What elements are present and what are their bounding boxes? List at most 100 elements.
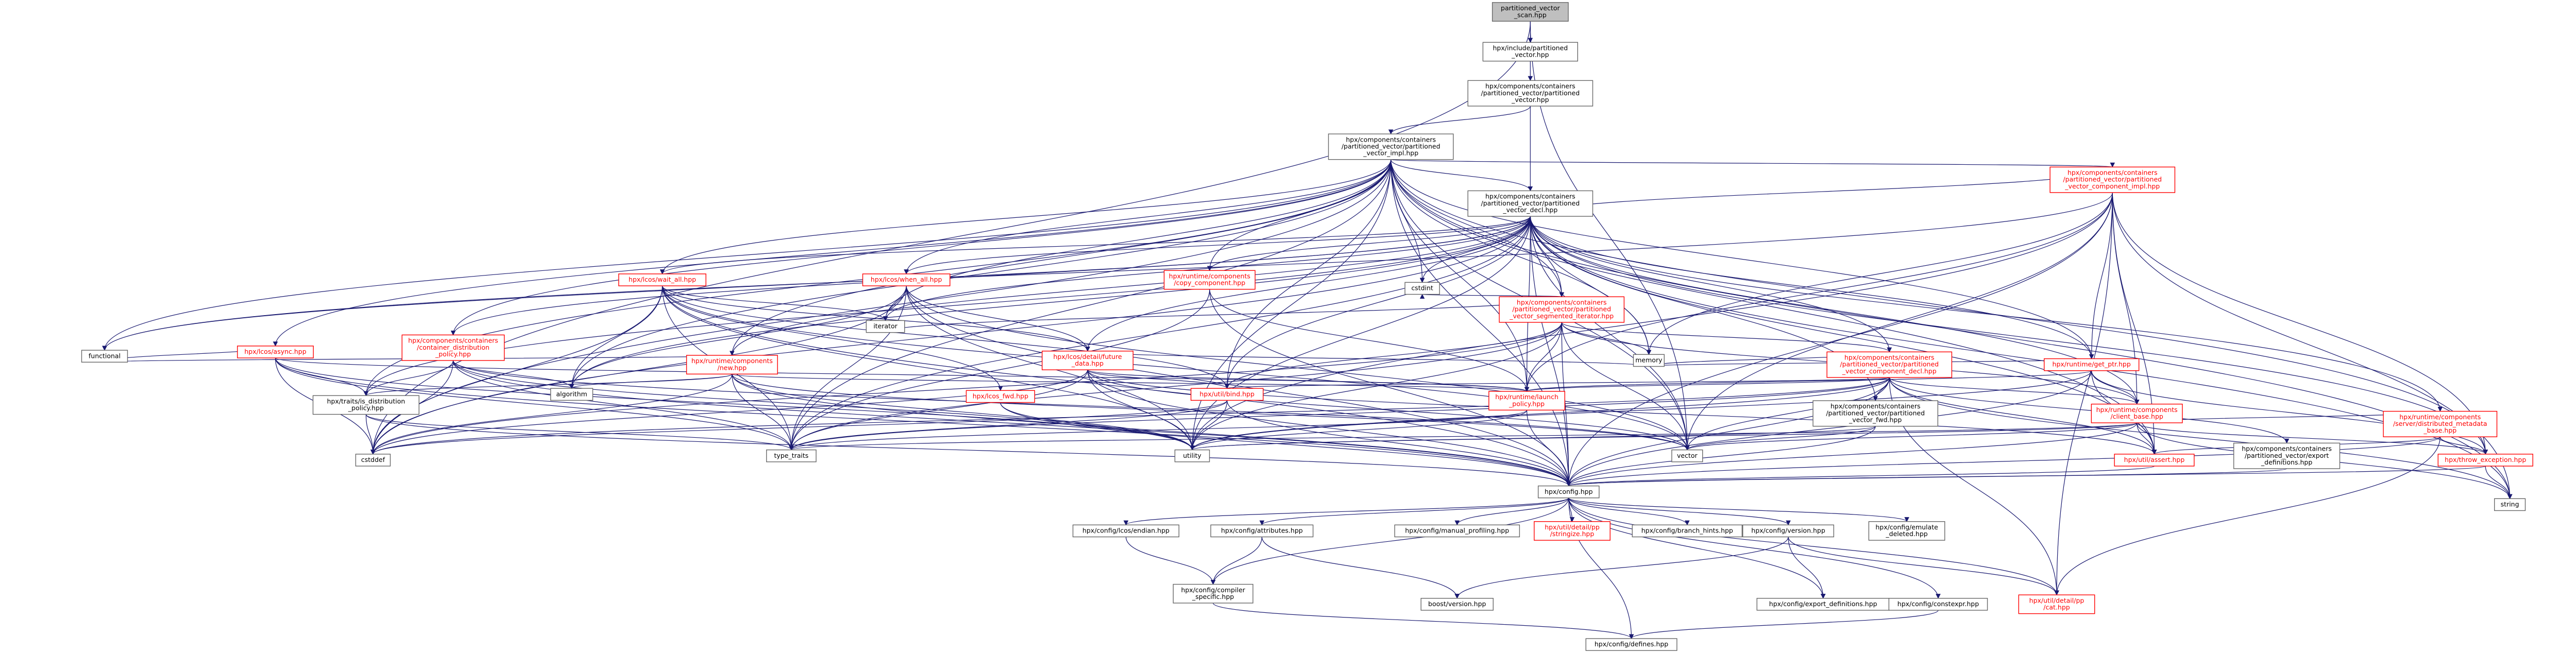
node-label: hpx/runtime/components <box>1169 272 1250 280</box>
graph-node[interactable]: hpx/config/defines.hpp <box>1585 638 1677 651</box>
graph-node: hpx/throw_exception.hpp <box>2437 454 2533 467</box>
graph-node[interactable]: hpx/components/containers/partitioned_ve… <box>1467 190 1594 217</box>
graph-node[interactable]: hpx/components/containers/partitioned_ve… <box>1812 400 1939 427</box>
graph-node[interactable]: utility <box>1174 449 1210 462</box>
graph-node[interactable]: hpx/config/constexpr.hpp <box>1888 598 1988 611</box>
node-label: iterator <box>873 322 897 330</box>
node-label: /partitioned_vector/export <box>2245 452 2329 459</box>
graph-node[interactable]: memory <box>1633 354 1665 367</box>
dependency-edge <box>1454 497 1569 526</box>
graph-node: hpx/util/detail/pp/cat.hpp <box>2018 594 2095 614</box>
dependency-edge <box>1210 537 1262 585</box>
dependency-edge <box>1388 106 1531 135</box>
node-label: _deleted.hpp <box>1885 530 1927 538</box>
dependency-edge <box>569 373 733 389</box>
graph-node[interactable]: hpx/include/partitioned_vector.hpp <box>1482 42 1578 62</box>
dependency-edge <box>1566 436 2441 487</box>
dependency-edge <box>569 216 1531 389</box>
node-label: hpx/config/compiler <box>1181 586 1245 594</box>
graph-node[interactable]: hpx/config/compiler_specific.hpp <box>1173 583 1253 604</box>
graph-node[interactable]: hpx/config/emulate_deleted.hpp <box>1868 521 1945 541</box>
dependency-edge <box>1087 370 1571 487</box>
graph-node[interactable]: cstdint <box>1404 282 1440 295</box>
dependency-edge <box>1530 216 2513 500</box>
node-label: /partitioned_vector/partitioned <box>1826 409 1925 417</box>
node-box <box>1492 2 1569 22</box>
graph-node: hpx/lcos/detail/future_data.hpp <box>1042 351 1134 370</box>
node-box <box>1467 80 1594 107</box>
graph-node[interactable]: hpx/config/version.hpp <box>1742 524 1835 538</box>
graph-node[interactable]: hpx/components/containers/partitioned_ve… <box>1467 80 1594 107</box>
graph-node[interactable]: hpx/components/containers/partitioned_ve… <box>1328 133 1454 160</box>
dependency-edge <box>1190 422 2138 451</box>
node-label: _vector_impl.hpp <box>1363 149 1418 157</box>
node-label: hpx/util/detail/pp <box>1545 523 1600 531</box>
node-label: hpx/runtime/get_ptr.hpp <box>2053 360 2131 368</box>
dependency-edge <box>1391 159 1533 192</box>
graph-node[interactable]: hpx/config/export_definitions.hpp <box>1756 598 1890 611</box>
graph-node[interactable]: hpx/config/manual_profiling.hpp <box>1394 524 1520 538</box>
graph-node[interactable]: vector <box>1671 449 1703 462</box>
graph-node[interactable]: iterator <box>866 320 905 333</box>
node-label: _specific.hpp <box>1192 593 1234 600</box>
dependency-edge <box>730 159 1392 356</box>
graph-node[interactable]: type_traits <box>766 449 817 462</box>
node-label: hpx/util/assert.hpp <box>2124 456 2185 463</box>
dependency-edge <box>789 377 1890 451</box>
node-label: hpx/runtime/launch <box>1495 393 1558 401</box>
node-label: hpx/components/containers <box>2067 169 2158 177</box>
dependency-edge <box>904 159 1392 274</box>
graph-node[interactable]: partitioned_vector_scan.hpp <box>1492 2 1569 22</box>
dependency-edge <box>275 358 1195 451</box>
graph-node[interactable]: functional <box>81 350 128 363</box>
graph-node[interactable]: cstddef <box>355 454 391 467</box>
graph-node[interactable]: string <box>2494 498 2526 511</box>
graph-node[interactable]: hpx/config.hpp <box>1537 485 1600 499</box>
dependency-edge <box>789 370 1088 451</box>
graph-node[interactable]: hpx/components/containers/partitioned_ve… <box>2233 442 2341 469</box>
node-label: _vector_component_impl.hpp <box>2064 182 2160 190</box>
graph-node[interactable]: hpx/config/lcos/endian.hpp <box>1072 524 1180 538</box>
dependency-edge <box>2054 437 2441 596</box>
dependency-edge <box>1524 192 2113 392</box>
node-box <box>1328 133 1454 160</box>
node-label: hpx/runtime/components <box>2096 406 2178 414</box>
node-label: hpx/lcos/wait_all.hpp <box>629 276 696 283</box>
dependency-edge <box>1391 159 2094 359</box>
dependency-edge <box>363 360 454 397</box>
graph-node[interactable]: hpx/config/attributes.hpp <box>1210 524 1314 538</box>
node-box <box>312 395 420 415</box>
dependency-edge <box>1788 537 2059 596</box>
node-box <box>965 390 1035 403</box>
dependency-edge <box>363 373 733 397</box>
graph-node[interactable]: boost/version.hpp <box>1420 598 1494 611</box>
graph-node[interactable]: hpx/config/branch_hints.hpp <box>1632 524 1743 538</box>
dependency-edge <box>1420 294 1562 299</box>
node-label: /server/distributed_metadata <box>2393 420 2487 427</box>
node-label: hpx/config/manual_profiling.hpp <box>1405 527 1509 535</box>
node-label: _vector_fwd.hpp <box>1849 416 1902 424</box>
node-box <box>1632 524 1743 538</box>
dependency-edge <box>1391 159 2157 455</box>
node-label: /partitioned_vector/partitioned <box>1512 305 1611 313</box>
node-label: _policy.hpp <box>1509 400 1545 407</box>
dependency-edge <box>1524 322 1562 392</box>
dependency-edge <box>1213 603 1634 639</box>
node-label: _scan.hpp <box>1514 11 1547 19</box>
dependency-edge <box>1207 159 1392 271</box>
dependency-edge <box>883 296 1562 333</box>
dependency-edge <box>1566 466 2486 487</box>
dependency-edge <box>662 286 1230 389</box>
graph-node[interactable]: hpx/traits/is_distribution_policy.hpp <box>312 395 420 415</box>
dependency-edge <box>102 192 2113 351</box>
dependency-edge <box>1210 497 1569 585</box>
dependency-edge <box>1530 216 2094 359</box>
node-box <box>862 273 951 286</box>
dependency-edge <box>1566 370 2092 487</box>
dependency-edge <box>1646 192 2113 355</box>
node-box <box>2049 166 2176 193</box>
dependency-edge <box>730 216 1531 356</box>
dependency-edge <box>1568 497 1634 639</box>
graph-node[interactable]: algorithm <box>550 388 594 401</box>
node-label: /partitioned_vector/partitioned <box>2063 176 2162 183</box>
